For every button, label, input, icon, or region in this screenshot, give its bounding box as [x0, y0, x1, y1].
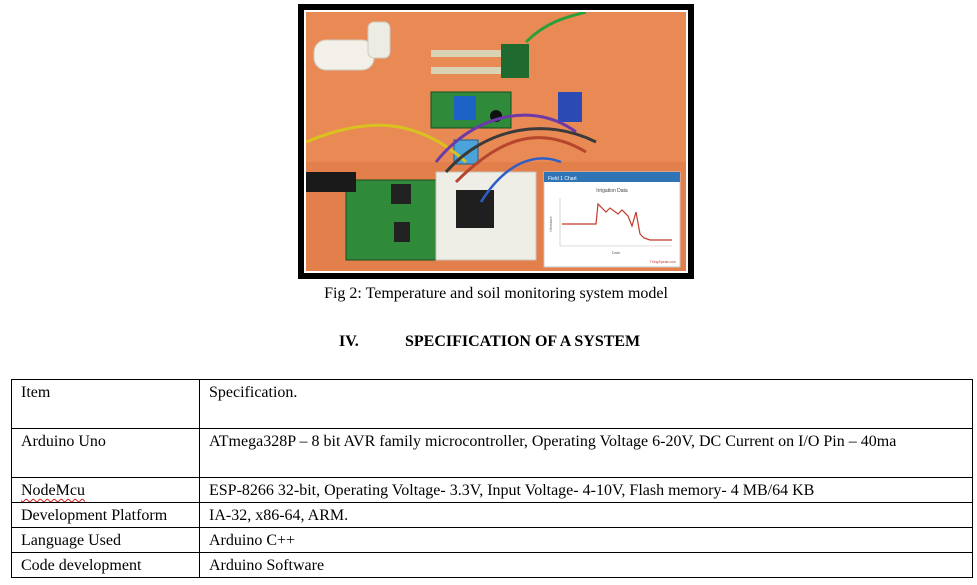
spellcheck-word: NodeMcu	[21, 482, 85, 499]
inset-chart-header: Field 1 Chart	[548, 176, 577, 182]
table-cell-spec: ESP-8266 32-bit, Operating Voltage- 3.3V…	[199, 477, 973, 503]
table-cell-spec: Arduino C++	[199, 527, 973, 553]
table-cell-item: Development Platform	[11, 502, 200, 528]
inset-chart-xlabel: Date	[612, 250, 621, 255]
inset-chart: Field 1 Chart Irrigation Data Date Moist…	[543, 171, 681, 268]
inset-chart-line	[562, 202, 672, 241]
section-title: SPECIFICATION OF A SYSTEM	[405, 333, 641, 350]
table-cell-item: Arduino Uno	[11, 428, 200, 478]
inset-chart-ylabel: Moisture	[548, 216, 553, 232]
table-cell-spec: Arduino Software	[199, 552, 973, 578]
table-cell-spec: ATmega328P – 8 bit AVR family microcontr…	[199, 428, 973, 478]
table-cell-item: NodeMcu	[11, 477, 200, 503]
table-row: Language Used Arduino C++	[11, 527, 973, 553]
figure-photo: Field 1 Chart Irrigation Data Date Moist…	[304, 10, 688, 273]
table-row: Code development Arduino Software	[11, 552, 973, 578]
table-row: Arduino Uno ATmega328P – 8 bit AVR famil…	[11, 428, 973, 478]
table-cell-spec: IA-32, x86-64, ARM.	[199, 502, 973, 528]
figure-caption: Fig 2: Temperature and soil monitoring s…	[324, 285, 668, 302]
table-cell-item: Language Used	[11, 527, 200, 553]
section-number: IV.	[339, 333, 359, 350]
table-cell-item: Code development	[11, 552, 200, 578]
table-header-spec: Specification.	[199, 379, 973, 429]
figure-frame: Field 1 Chart Irrigation Data Date Moist…	[298, 4, 694, 279]
inset-chart-footer: ThingSpeak.com	[650, 260, 676, 264]
table-row: Development Platform IA-32, x86-64, ARM.	[11, 502, 973, 528]
table-row: NodeMcu ESP-8266 32-bit, Operating Volta…	[11, 477, 973, 503]
table-header-item: Item	[11, 379, 200, 429]
table-header-row: Item Specification.	[11, 379, 973, 429]
hardware-photo-illustration: Field 1 Chart Irrigation Data Date Moist…	[306, 12, 686, 271]
specification-table: Item Specification. Arduino Uno ATmega32…	[11, 379, 973, 578]
inset-chart-title: Irrigation Data	[596, 188, 628, 194]
